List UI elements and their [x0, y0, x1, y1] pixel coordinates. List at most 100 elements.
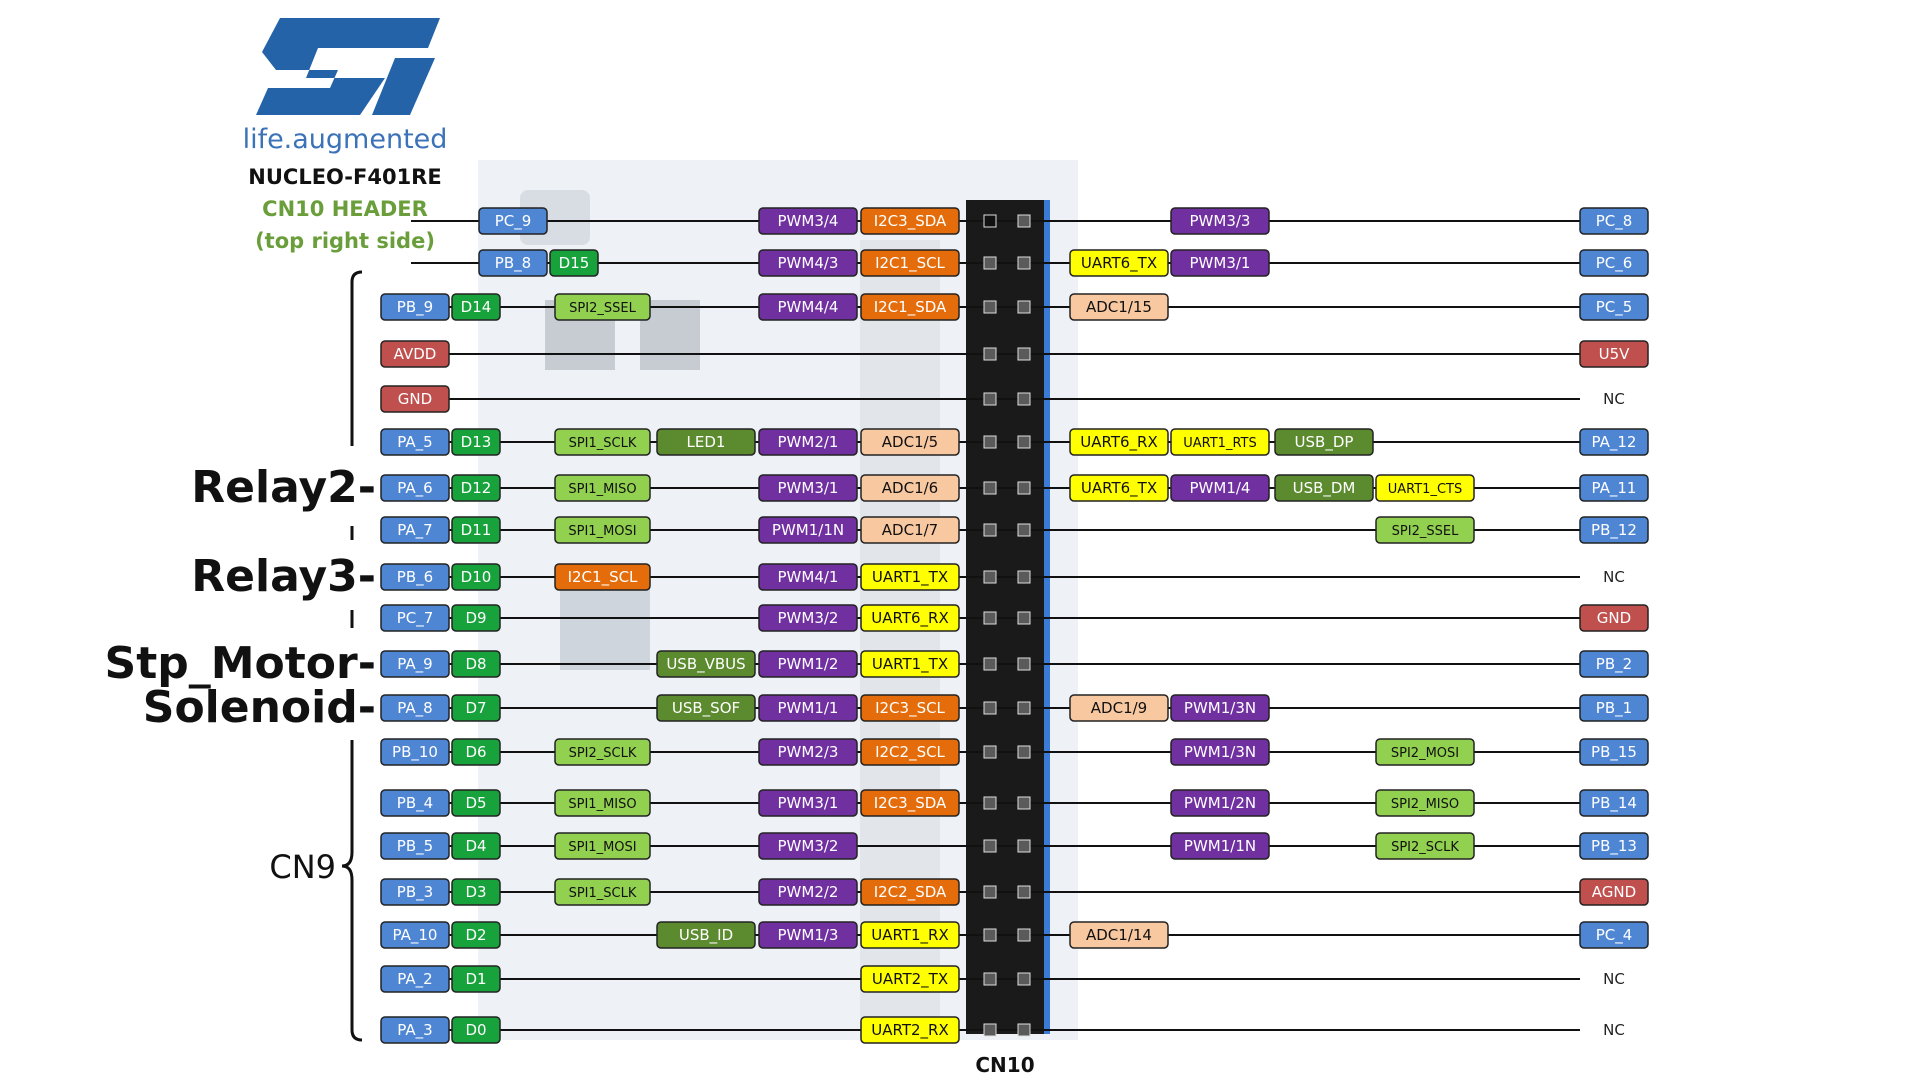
pin-label-i2c2-scl-row-13: I2C2_SCL [860, 738, 960, 766]
pin-label-spi2-sclk-row-13: SPI2_SCLK [554, 738, 651, 766]
pin-label-d5-row-14-text: D5 [465, 794, 486, 812]
header-pin-14-even [1017, 796, 1031, 810]
pin-label-pwm3-2-row-10-text: PWM3/2 [778, 609, 839, 627]
pin-label-pwm1-1n-row-15: PWM1/1N [1170, 832, 1270, 860]
pin-label-pc-8-row-1-text: PC_8 [1596, 212, 1633, 231]
pin-label-gnd-row-5: GND [380, 385, 450, 413]
pin-label-d2-row-17: D2 [451, 921, 501, 949]
pin-label-pa-12-row-6-box [1579, 428, 1649, 456]
pin-label-pa-8-row-12-text: PA_8 [397, 699, 432, 718]
pin-label-usb-id-row-17-box [656, 921, 756, 949]
pin-label-uart1-cts-row-7-text: UART1_CTS [1388, 482, 1462, 497]
pin-label-pwm1-3-row-17-box [758, 921, 858, 949]
pin-label-uart1-rts-row-6-text: UART1_RTS [1183, 436, 1257, 451]
pin-label-pwm3-1-row-14-text: PWM3/1 [778, 794, 839, 812]
pin-label-uart1-rts-row-6: UART1_RTS [1170, 428, 1270, 456]
pin-label-pwm3-3-row-1: PWM3/3 [1170, 207, 1270, 235]
pin-label-pwm1-1-row-12-box [758, 694, 858, 722]
pin-label-pb-5-row-15-text: PB_5 [397, 837, 433, 856]
pin-label-spi2-ssel-row-8-text: SPI2_SSEL [1392, 524, 1459, 539]
pin-label-i2c2-scl-row-13-box [860, 738, 960, 766]
annotations: Relay2-Relay3-Stp_Motor-Solenoid- [105, 462, 376, 733]
pin-label-uart1-tx-row-11-text: UART1_TX [872, 655, 948, 674]
pin-label-d15-row-2-text: D15 [559, 254, 590, 272]
pin-label-pwm1-1n-row-8-box [758, 516, 858, 544]
pin-label-pb-13-row-15-box [1579, 832, 1649, 860]
pin-label-i2c1-scl-row-2: I2C1_SCL [860, 249, 960, 277]
board-title: NUCLEO-F401RE [248, 165, 441, 189]
pin-label-pb-4-row-14: PB_4 [380, 789, 450, 817]
pin-label-spi2-ssel-row-3: SPI2_SSEL [554, 293, 651, 321]
pin-label-uart1-rx-row-17: UART1_RX [860, 921, 960, 949]
pin-label-spi2-sclk-row-15-text: SPI2_SCLK [1391, 840, 1459, 855]
pin-label-pb-12-row-8-text: PB_12 [1591, 521, 1637, 540]
pin-label-d10-row-9-box [451, 563, 501, 591]
header-pin-6-odd [983, 435, 997, 449]
pin-label-spi1-mosi-row-8: SPI1_MOSI [554, 516, 651, 544]
pin-label-pwm2-2-row-16: PWM2/2 [758, 878, 858, 906]
pin-label-pc-6-row-2-box [1579, 249, 1649, 277]
pin-label-uart1-rx-row-17-text: UART1_RX [871, 926, 948, 945]
pin-label-pwm3-2-row-15: PWM3/2 [758, 832, 858, 860]
header-pin-12-even [1017, 701, 1031, 715]
pin-label-pwm1-3n-row-12-text: PWM1/3N [1184, 699, 1256, 717]
pin-label-u5v-row-4: U5V [1579, 340, 1649, 368]
pin-label-spi2-sclk-row-15: SPI2_SCLK [1375, 832, 1475, 860]
pin-label-pc-8-row-1: PC_8 [1579, 207, 1649, 235]
pin-label-d9-row-10-box [451, 604, 501, 632]
pin-label-pb-14-row-14-box [1579, 789, 1649, 817]
pin-label-pwm1-1-row-12-text: PWM1/1 [778, 699, 839, 717]
pin-label-pwm3-1-row-2: PWM3/1 [1170, 249, 1270, 277]
pin-label-d1-row-18: D1 [451, 965, 501, 993]
pin-label-d7-row-12-text: D7 [465, 699, 486, 717]
pin-label-usb-id-row-17: USB_ID [656, 921, 756, 949]
header-pin-1-even [1017, 214, 1031, 228]
pin-label-d0-row-19: D0 [451, 1016, 501, 1044]
pin-label-pb-15-row-13: PB_15 [1579, 738, 1649, 766]
pin-label-pwm3-3-row-1-box [1170, 207, 1270, 235]
pin-label-agnd-row-16-text: AGND [1592, 883, 1636, 901]
pin-label-pc-4-row-17: PC_4 [1579, 921, 1649, 949]
pin-label-uart6-tx-row-2-box [1069, 249, 1169, 277]
pin-label-uart6-rx-row-10: UART6_RX [860, 604, 960, 632]
pin-label-pa-9-row-11-box [380, 650, 450, 678]
header-pin-3-even [1017, 300, 1031, 314]
pin-label-agnd-row-16-box [1579, 878, 1649, 906]
pin-label-uart6-rx-row-6: UART6_RX [1069, 428, 1169, 456]
pin-label-d11-row-8: D11 [451, 516, 501, 544]
header-pin-4-even [1017, 347, 1031, 361]
pin-label-d15-row-2: D15 [549, 249, 599, 277]
header-pin-16-odd [983, 885, 997, 899]
pin-label-usb-dp-row-6-box [1274, 428, 1374, 456]
pin-label-d1-row-18-box [451, 965, 501, 993]
pin-label-uart6-rx-row-10-text: UART6_RX [871, 609, 948, 628]
pin-label-pwm4-1-row-9-box [758, 563, 858, 591]
pin-label-pc-7-row-10: PC_7 [380, 604, 450, 632]
header-pin-15-even [1017, 839, 1031, 853]
pin-label-d4-row-15: D4 [451, 832, 501, 860]
pin-label-uart6-tx-row-7: UART6_TX [1069, 474, 1169, 502]
pin-label-spi1-mosi-row-15: SPI1_MOSI [554, 832, 651, 860]
pin-label-d11-row-8-box [451, 516, 501, 544]
cn10-label: CN10 [975, 1053, 1034, 1077]
pin-label-gnd-row-10-box [1579, 604, 1649, 632]
pin-label-pb-9-row-3-text: PB_9 [397, 298, 433, 317]
pin-label-pb-8-row-2: PB_8 [478, 249, 548, 277]
annotation-relay2: Relay2- [191, 462, 376, 513]
pin-label-i2c1-scl-row-9: I2C1_SCL [554, 563, 651, 591]
st-logo: life.augmented [243, 18, 447, 155]
pin-label-pwm1-3n-row-13-text: PWM1/3N [1184, 743, 1256, 761]
pin-label-pa-6-row-7-text: PA_6 [397, 479, 432, 498]
pin-label-usb-dm-row-7-text: USB_DM [1293, 479, 1356, 498]
pin-label-pwm1-3n-row-12-box [1170, 694, 1270, 722]
pin-label-d12-row-7-text: D12 [461, 479, 492, 497]
pin-label-pa-9-row-11-text: PA_9 [397, 655, 432, 674]
pin-label-d4-row-15-box [451, 832, 501, 860]
pin-label-d10-row-9-text: D10 [461, 568, 492, 586]
pin-label-adc1-9-row-12-box [1069, 694, 1169, 722]
pin-label-pc-5-row-3-text: PC_5 [1596, 298, 1633, 317]
pin-label-pc-7-row-10-text: PC_7 [397, 609, 434, 628]
pin-label-uart6-tx-row-2-text: UART6_TX [1081, 254, 1157, 273]
